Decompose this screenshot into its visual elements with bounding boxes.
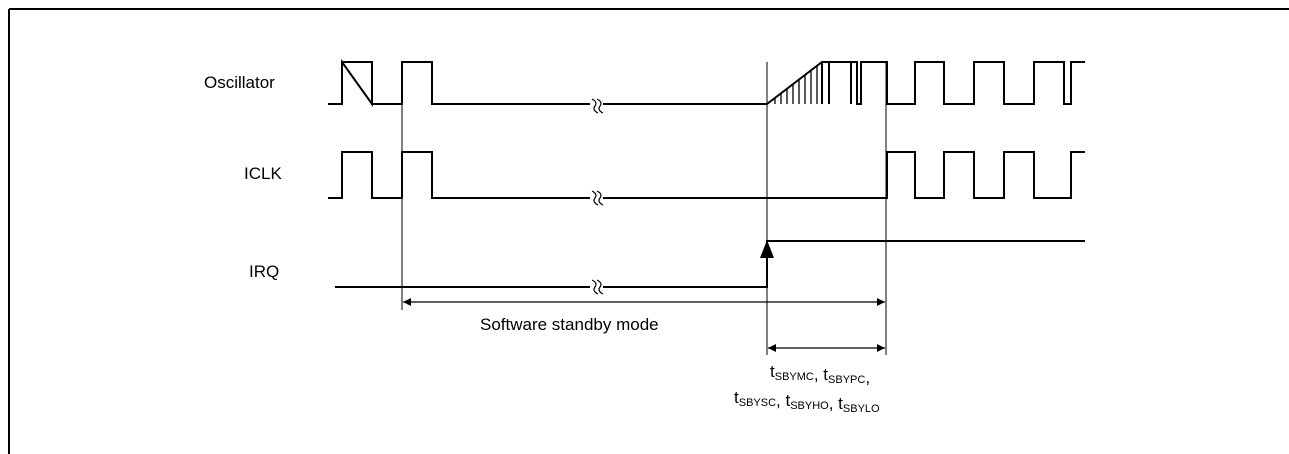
irq-rising-edge-arrow — [760, 240, 774, 258]
iclk-break-mark — [591, 190, 604, 206]
timing-params-line-1: tSBYMC, tSBYPC, — [770, 362, 870, 387]
timing-params-line-2: tSBYSC, tSBYHO, tSBYLO — [734, 388, 880, 415]
timing-param-text: t — [734, 388, 739, 407]
timing-param-subscript: SBYPC — [828, 374, 865, 386]
timing-param-text: , — [865, 368, 870, 387]
iclk-label: ICLK — [244, 164, 282, 183]
irq-break-mark — [591, 279, 604, 295]
timing-param-subscript: SBYSC — [739, 397, 776, 409]
standby-mode-label: Software standby mode — [480, 315, 659, 334]
oscillator-label: Oscillator — [204, 73, 275, 92]
irq-label: IRQ — [249, 262, 279, 281]
timing-param-subscript: SBYHO — [790, 400, 829, 412]
timing-guides — [401, 62, 887, 355]
oscillator-break-mark — [591, 98, 604, 114]
iclk-waveform — [328, 151, 1085, 206]
timing-param-text: , t — [829, 394, 843, 413]
timing-param-text: t — [770, 362, 775, 381]
oscillator-waveform — [328, 58, 1085, 114]
timing-param-subscript: SBYLO — [843, 403, 880, 415]
irq-waveform — [335, 240, 1085, 295]
timing-param-text: , t — [776, 391, 790, 410]
timing-param-text: , t — [814, 365, 828, 384]
timing-param-subscript: SBYMC — [775, 371, 814, 383]
frame-border — [8, 8, 1289, 454]
